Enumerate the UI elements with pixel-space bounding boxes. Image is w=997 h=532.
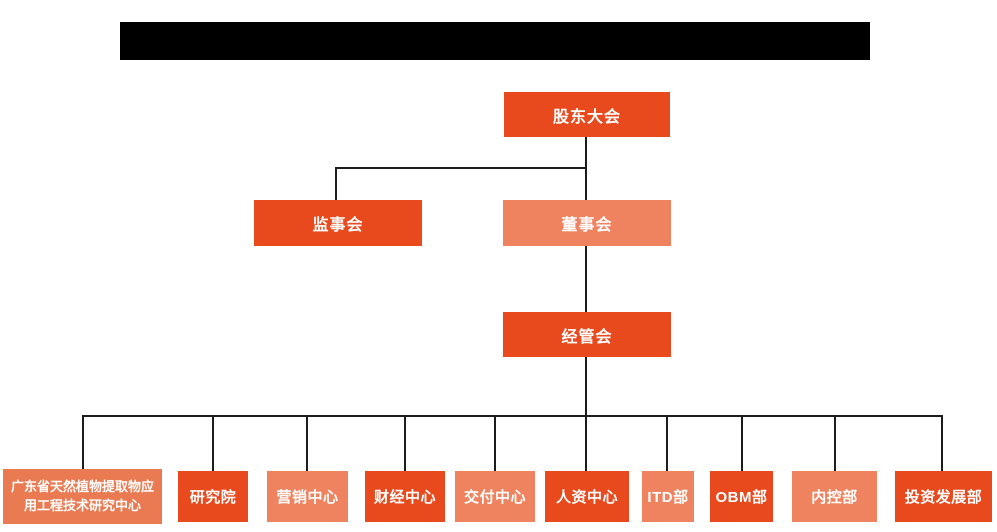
connector-root-down	[585, 137, 587, 168]
org-node-supervisory-board: 监事会	[254, 200, 422, 246]
connector-drop-dept-3	[306, 415, 308, 471]
org-node-dept-obm: OBM部	[710, 471, 773, 522]
org-node-management-committee: 经管会	[503, 312, 671, 357]
connector-board-to-management	[585, 246, 587, 312]
connector-management-down	[585, 357, 587, 417]
org-node-dept-finance-center: 财经中心	[365, 471, 445, 522]
masked-title-bar	[120, 22, 870, 60]
connector-drop-dept-7	[666, 415, 668, 471]
connector-drop-dept-5	[494, 415, 496, 471]
org-node-shareholders-meeting: 股东大会	[504, 92, 670, 137]
connector-level2-horizontal	[335, 167, 587, 169]
connector-drop-dept-9	[834, 415, 836, 471]
connector-departments-bus	[82, 415, 943, 417]
org-node-dept-investment-development: 投资发展部	[895, 471, 992, 522]
org-node-dept-hr-center: 人资中心	[545, 471, 629, 522]
org-node-board-of-directors: 董事会	[503, 200, 671, 246]
org-node-dept-research-center: 广东省天然植物提取物应用工程技术研究中心	[3, 469, 162, 524]
connector-drop-dept-4	[404, 415, 406, 471]
connector-drop-supervisory	[335, 167, 337, 200]
connector-drop-board	[585, 167, 587, 200]
org-node-dept-internal-control: 内控部	[792, 471, 877, 522]
connector-drop-dept-2	[212, 415, 214, 471]
connector-drop-dept-6	[585, 415, 587, 471]
connector-drop-dept-1	[82, 415, 84, 471]
org-node-dept-itd: ITD部	[642, 471, 694, 522]
org-node-dept-delivery-center: 交付中心	[455, 471, 535, 522]
org-node-dept-marketing-center: 营销中心	[267, 471, 348, 522]
connector-drop-dept-8	[741, 415, 743, 471]
org-node-dept-research-institute: 研究院	[178, 471, 248, 522]
connector-drop-dept-10	[941, 415, 943, 471]
